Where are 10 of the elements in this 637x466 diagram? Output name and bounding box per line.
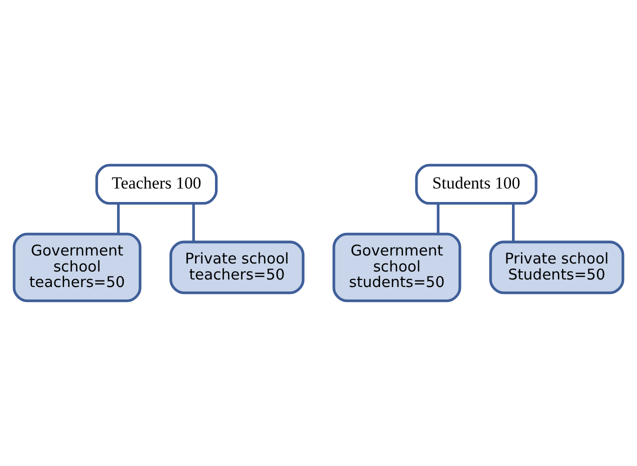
node-box: Private school Students=50 (489, 240, 624, 294)
connector (436, 204, 440, 234)
node-box: Teachers 100 (95, 164, 218, 205)
connector (512, 204, 515, 242)
node-box: Private school teachers=50 (169, 240, 304, 294)
node-box: Students 100 (415, 164, 538, 205)
connector (192, 204, 195, 242)
connector (117, 204, 120, 234)
node-box: Government school students=50 (332, 232, 462, 302)
node-box: Government school teachers=50 (12, 232, 142, 302)
